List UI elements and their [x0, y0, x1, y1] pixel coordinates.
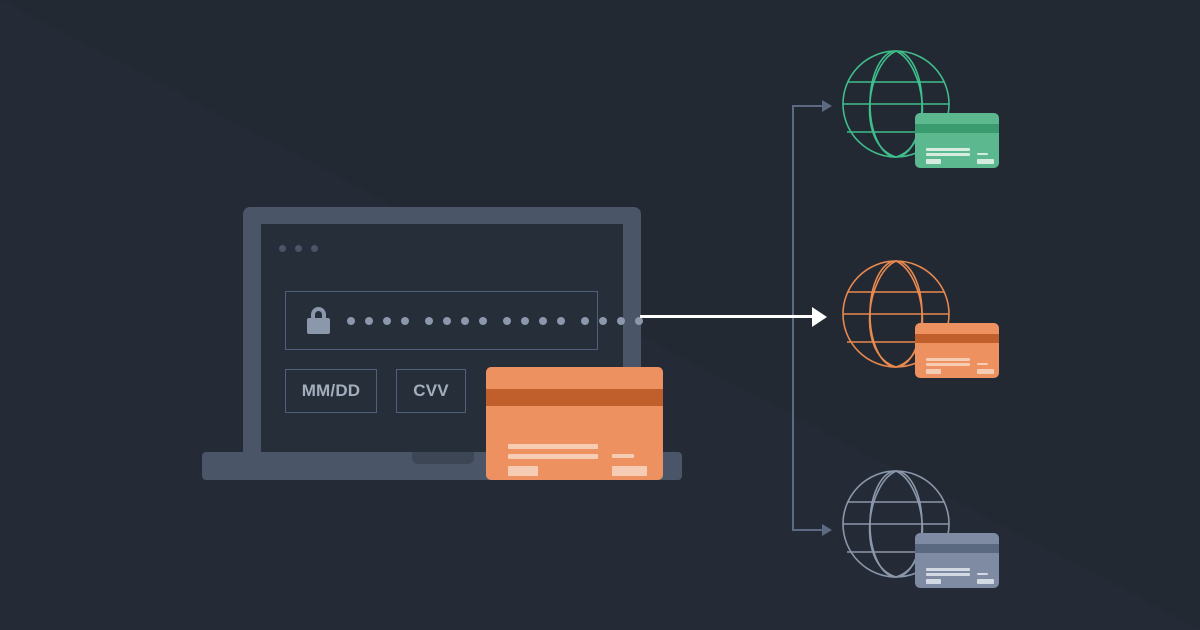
card-expiry-block — [977, 579, 994, 584]
card-magnetic-stripe — [915, 334, 999, 343]
credit-card-front — [486, 367, 663, 480]
card-magnetic-stripe — [486, 389, 663, 406]
globe-icon — [842, 470, 950, 578]
card-number-line — [508, 444, 598, 449]
globe-icon — [842, 50, 950, 158]
card-magnetic-stripe — [915, 544, 999, 553]
card-number-line — [926, 148, 970, 151]
card-number-line — [926, 358, 970, 361]
arrow-head-active-icon — [812, 307, 827, 327]
window-dot-icon — [279, 245, 286, 252]
card-number-line — [508, 454, 598, 459]
card-small-line — [977, 363, 988, 365]
card-name-block — [926, 159, 941, 164]
card-name-block — [508, 466, 538, 476]
card-small-line — [977, 573, 988, 575]
window-dots — [279, 245, 318, 252]
expiry-field[interactable]: MM/DD — [285, 369, 377, 413]
destination-card-orange — [915, 323, 999, 378]
card-small-line — [612, 454, 634, 458]
connector-active-path — [640, 315, 816, 318]
card-number-line — [926, 153, 970, 156]
laptop-trackpad-notch — [412, 452, 474, 464]
connector-branch-top — [792, 105, 824, 107]
window-dot-icon — [295, 245, 302, 252]
password-input[interactable] — [285, 291, 643, 350]
password-dot-group — [425, 316, 487, 325]
card-expiry-block — [977, 159, 994, 164]
arrow-head-bottom-icon — [822, 524, 832, 536]
card-name-block — [926, 369, 941, 374]
card-expiry-block — [977, 369, 994, 374]
destination-card-green — [915, 113, 999, 168]
lock-icon — [307, 307, 330, 334]
password-dot-group — [581, 316, 643, 325]
card-expiry-block — [612, 466, 647, 476]
window-dot-icon — [311, 245, 318, 252]
card-number-line — [926, 568, 970, 571]
card-number-line — [926, 363, 970, 366]
destination-card-gray — [915, 533, 999, 588]
cvv-field[interactable]: CVV — [396, 369, 466, 413]
password-dot-group — [347, 316, 409, 325]
connector-trunk — [792, 105, 794, 531]
card-magnetic-stripe — [915, 124, 999, 133]
password-masked-value — [347, 316, 643, 325]
card-small-line — [977, 153, 988, 155]
card-number-line — [926, 573, 970, 576]
globe-icon — [842, 260, 950, 368]
connector-branch-bottom — [792, 529, 824, 531]
arrow-head-top-icon — [822, 100, 832, 112]
password-dot-group — [503, 316, 565, 325]
card-name-block — [926, 579, 941, 584]
